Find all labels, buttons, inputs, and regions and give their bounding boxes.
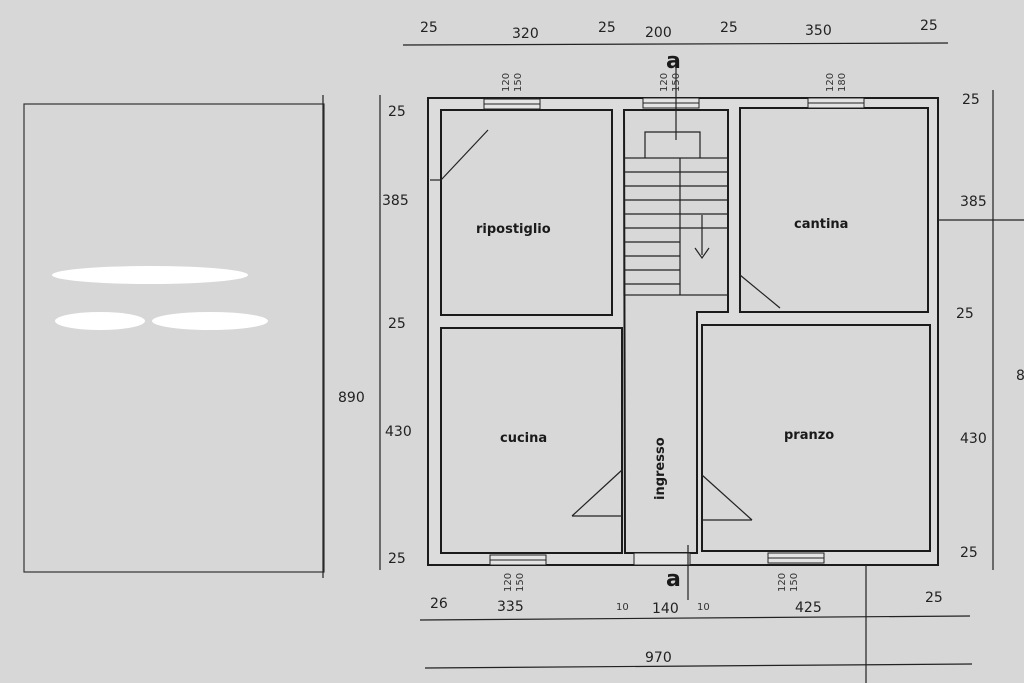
staircase	[623, 131, 729, 296]
label-ingresso: ingresso	[653, 437, 668, 500]
redacted-text	[152, 312, 268, 330]
room-ripostiglio	[440, 109, 613, 316]
svg-text:25: 25	[720, 20, 738, 36]
svg-text:200: 200	[645, 25, 672, 41]
svg-text:385: 385	[960, 194, 987, 210]
svg-text:120: 120	[501, 73, 512, 92]
left-total: 890	[338, 390, 365, 406]
svg-text:350: 350	[805, 23, 832, 39]
svg-text:25: 25	[388, 316, 406, 332]
svg-text:25: 25	[388, 104, 406, 120]
svg-text:150: 150	[513, 73, 524, 92]
svg-text:120: 120	[777, 573, 788, 592]
section-mark-top: a	[666, 49, 681, 74]
svg-text:25: 25	[956, 306, 974, 322]
svg-text:140: 140	[652, 601, 679, 617]
svg-text:25: 25	[962, 92, 980, 108]
svg-text:26: 26	[430, 596, 448, 612]
svg-text:25: 25	[960, 545, 978, 561]
svg-text:25: 25	[920, 18, 938, 34]
svg-text:430: 430	[385, 424, 412, 440]
total-width: 970	[645, 650, 672, 666]
svg-text:120: 120	[825, 73, 836, 92]
svg-text:25: 25	[388, 551, 406, 567]
adjacent-lot-outline	[23, 103, 325, 573]
doors	[430, 129, 781, 521]
label-pranzo: pranzo	[784, 428, 834, 443]
room-cantina	[739, 107, 929, 313]
svg-text:25: 25	[420, 20, 438, 36]
room-pranzo	[701, 324, 931, 552]
svg-text:320: 320	[512, 26, 539, 42]
svg-text:25: 25	[598, 20, 616, 36]
svg-text:25: 25	[925, 590, 943, 606]
redacted-text	[52, 266, 248, 284]
svg-text:10: 10	[616, 602, 629, 613]
svg-text:335: 335	[497, 599, 524, 615]
windows	[483, 97, 865, 566]
svg-text:150: 150	[671, 73, 682, 92]
section-mark-bottom: a	[666, 567, 681, 592]
redacted-text	[55, 312, 145, 330]
svg-text:150: 150	[515, 573, 526, 592]
svg-text:120: 120	[659, 73, 670, 92]
svg-text:425: 425	[795, 600, 822, 616]
right-total: 8	[1016, 368, 1024, 384]
top-dimensions: 25 320 25 200 25 350 25	[420, 18, 938, 42]
bottom-dimensions: 26 335 10 140 10 425 25 970	[430, 590, 943, 666]
label-cantina: cantina	[794, 217, 848, 232]
label-cucina: cucina	[500, 431, 547, 446]
right-dimensions: 25 385 25 430 25 8	[956, 92, 1024, 561]
svg-text:10: 10	[697, 602, 710, 613]
svg-text:430: 430	[960, 431, 987, 447]
svg-text:120: 120	[503, 573, 514, 592]
label-ripostiglio: ripostiglio	[476, 222, 551, 237]
window-labels: 120 150 120 150 120 180 120 150 120 150	[501, 73, 848, 592]
svg-text:180: 180	[837, 73, 848, 92]
svg-text:385: 385	[382, 193, 409, 209]
svg-text:150: 150	[789, 573, 800, 592]
left-dimensions: 25 385 25 430 25 890	[338, 104, 412, 567]
dimension-lines	[322, 42, 1024, 683]
